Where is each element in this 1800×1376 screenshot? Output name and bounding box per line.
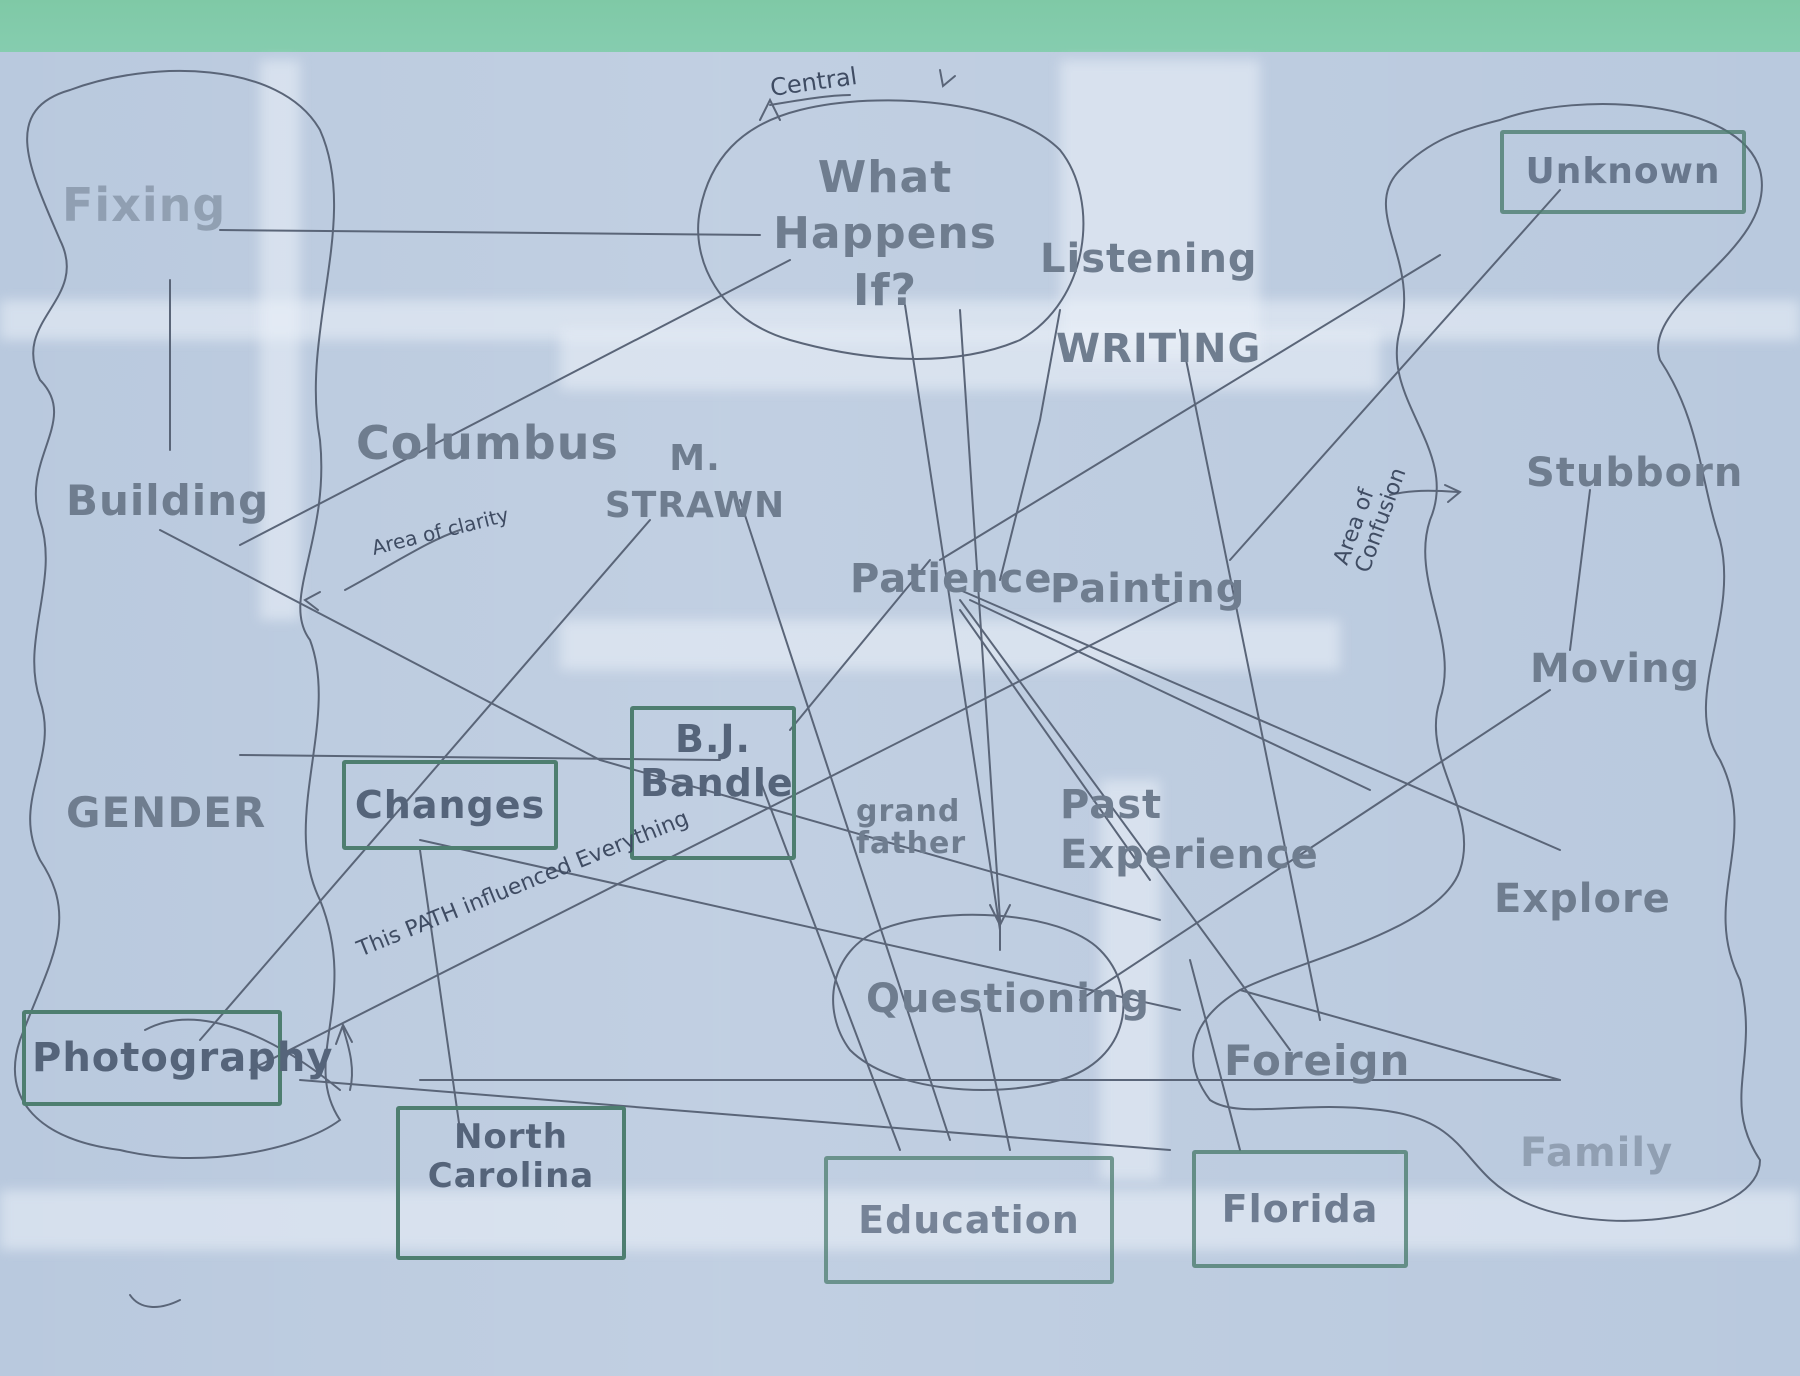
node-family: Family xyxy=(1520,1130,1674,1176)
node-what-happens-if: What Happens If? xyxy=(773,152,997,316)
node-bj-bandle: B.J. Bandle xyxy=(630,706,796,860)
node-listening: Listening xyxy=(1040,236,1258,282)
node-painting: Painting xyxy=(1050,566,1246,612)
node-moving: Moving xyxy=(1530,646,1701,692)
background-glare xyxy=(560,620,1340,670)
node-patience: Patience xyxy=(850,556,1053,602)
node-gender: GENDER xyxy=(66,788,267,837)
node-education: Education xyxy=(824,1156,1114,1284)
right-region-outline xyxy=(1192,103,1763,1222)
node-photography: Photography xyxy=(22,1010,332,1106)
node-building: Building xyxy=(66,476,270,525)
node-florida: Florida xyxy=(1192,1150,1408,1268)
node-unknown: Unknown xyxy=(1500,130,1746,214)
node-north-carolina: North Carolina xyxy=(396,1106,626,1260)
node-changes: Changes xyxy=(342,760,558,850)
node-questioning: Questioning xyxy=(866,976,1151,1022)
node-m-strawn: M. STRAWN xyxy=(604,438,786,526)
tracing-paper xyxy=(0,52,1800,1376)
node-past-experience: Past Experience xyxy=(1060,782,1319,878)
node-writing: WRITING xyxy=(1056,326,1262,372)
central-oval xyxy=(697,99,1085,360)
node-grandfather: grand father xyxy=(856,794,967,861)
node-stubborn: Stubborn xyxy=(1526,450,1744,496)
left-region-outline xyxy=(14,69,342,1159)
node-explore: Explore xyxy=(1494,876,1671,922)
background-glare xyxy=(0,1190,1800,1250)
background-glare xyxy=(260,60,300,620)
node-foreign: Foreign xyxy=(1224,1036,1411,1085)
background-glare xyxy=(1060,60,1260,360)
node-columbus: Columbus xyxy=(356,416,619,470)
node-fixing: Fixing xyxy=(62,178,227,232)
top-band xyxy=(0,0,1800,56)
